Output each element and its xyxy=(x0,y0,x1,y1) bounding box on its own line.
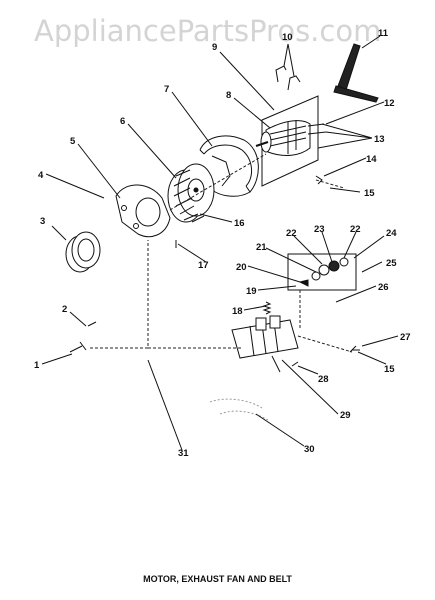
callout-30: 30 xyxy=(304,444,315,455)
callout-23: 23 xyxy=(314,224,325,235)
screw-small xyxy=(291,361,299,367)
screw xyxy=(69,341,87,353)
seal xyxy=(65,231,101,273)
screw-small xyxy=(199,213,209,217)
callout-11: 11 xyxy=(378,28,389,39)
callout-18: 18 xyxy=(232,306,243,317)
callout-5: 5 xyxy=(70,136,76,147)
callout-31: 31 xyxy=(178,448,189,459)
callout-10: 10 xyxy=(282,32,293,43)
callout-26: 26 xyxy=(378,282,389,293)
callout-21: 21 xyxy=(256,242,267,253)
callout-14: 14 xyxy=(366,154,377,165)
callout-1: 1 xyxy=(34,360,40,371)
callout-19: 19 xyxy=(246,286,257,297)
mounting-bracket xyxy=(209,398,269,421)
spring xyxy=(262,301,272,315)
callout-17: 17 xyxy=(198,260,209,271)
callout-20: 20 xyxy=(236,262,247,273)
motor-bracket xyxy=(261,95,319,187)
callout-2: 2 xyxy=(62,304,67,315)
switch-inset xyxy=(287,253,357,291)
exhaust-fan-wheel xyxy=(167,163,215,223)
watermark: AppliancePartsPros.com xyxy=(34,14,382,48)
callout-22: 22 xyxy=(286,228,297,239)
callout-27: 27 xyxy=(400,332,411,343)
callout-4: 4 xyxy=(38,170,44,181)
callout-8: 8 xyxy=(226,90,231,101)
centrifugal-switch xyxy=(231,315,299,373)
clip-small xyxy=(315,175,323,185)
callout-15: 15 xyxy=(364,188,375,199)
screw xyxy=(87,321,97,327)
callout-22b: 22 xyxy=(350,224,361,235)
blower-housing xyxy=(199,135,259,197)
callout-13: 13 xyxy=(374,134,385,145)
callout-6: 6 xyxy=(120,116,125,127)
callout-24: 24 xyxy=(386,228,397,239)
callout-29: 29 xyxy=(340,410,351,421)
callout-3: 3 xyxy=(40,216,45,227)
callout-28: 28 xyxy=(318,374,329,385)
bearing-plate xyxy=(115,184,171,238)
callout-9: 9 xyxy=(212,42,217,53)
clips xyxy=(275,65,301,91)
callout-15b: 15 xyxy=(384,364,395,375)
callout-7: 7 xyxy=(164,84,169,95)
callout-labels: 1 2 3 4 5 6 7 8 9 10 11 12 13 14 15 16 1… xyxy=(34,28,411,459)
callout-12: 12 xyxy=(384,98,395,109)
terminal xyxy=(349,345,360,353)
motor xyxy=(255,120,327,156)
belt xyxy=(333,43,379,103)
callout-16: 16 xyxy=(234,218,245,229)
callout-25: 25 xyxy=(386,258,397,269)
diagram-caption: MOTOR, EXHAUST FAN AND BELT xyxy=(143,574,292,584)
